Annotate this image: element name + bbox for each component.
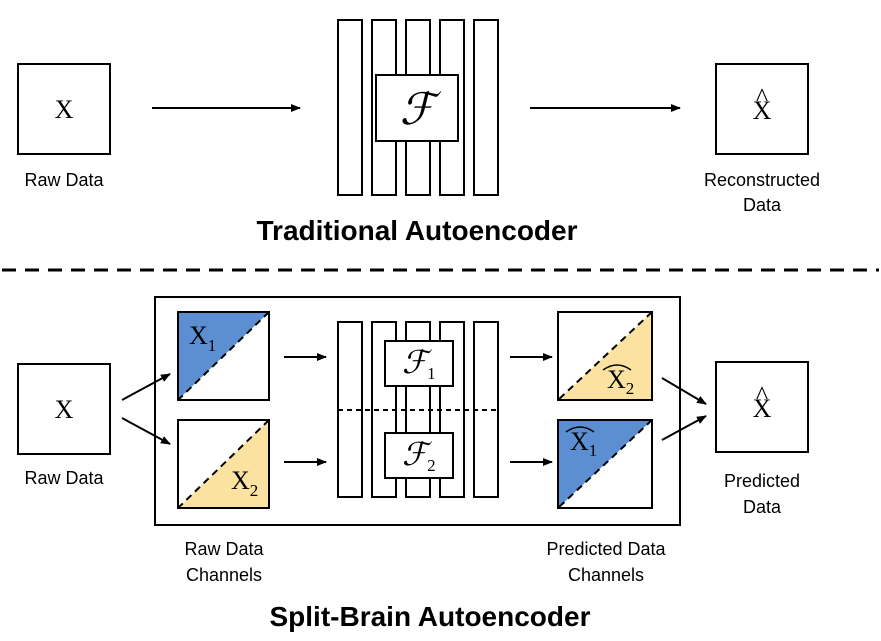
sb-output-label-1: Predicted xyxy=(724,471,800,491)
sb-x1hat-hat xyxy=(565,426,595,433)
trad-output-symbol: X xyxy=(753,96,772,125)
sb-raw-channels-1: Raw Data xyxy=(184,539,264,559)
sb-x1hat-label: X1 xyxy=(570,427,597,460)
trad-input-label: Raw Data xyxy=(24,170,104,190)
sb-x2-label: X2 xyxy=(231,466,258,500)
traditional-section: X Raw Data ℱ ^ X Reconstructed Data Trad… xyxy=(17,19,820,246)
sb-x2hat-channel: X2 xyxy=(557,311,653,401)
sb-input-symbol: X xyxy=(55,395,74,424)
sb-pred-channels-1: Predicted Data xyxy=(546,539,666,559)
sb-arrow-to-x2 xyxy=(121,417,171,445)
sb-outer-frame xyxy=(154,296,681,526)
trad-function-box xyxy=(375,74,459,142)
trad-output-label-1: Reconstructed xyxy=(704,170,820,190)
sb-title: Split-Brain Autoencoder xyxy=(270,601,591,632)
trad-title: Traditional Autoencoder xyxy=(257,215,578,246)
split-brain-section: X Raw Data X1 X2 xyxy=(17,296,809,632)
trad-output-box xyxy=(715,63,809,155)
sb-arrow-to-x1 xyxy=(121,373,171,401)
sb-output-box xyxy=(715,361,809,453)
trad-output-hat: ^ xyxy=(756,83,768,112)
sb-arrow-x2hat-to-out xyxy=(661,377,707,405)
sb-output-label-2: Data xyxy=(743,497,782,517)
sb-x2hat-label: X2 xyxy=(607,365,634,398)
sb-raw-channels-2: Channels xyxy=(186,565,262,585)
sb-x2-channel: X2 xyxy=(177,419,270,509)
sb-input-label: Raw Data xyxy=(24,468,104,488)
sb-f2-box xyxy=(384,432,454,479)
sb-x1hat-channel: X1 xyxy=(557,419,653,509)
sb-x1-channel: X1 xyxy=(177,311,270,401)
sb-f1-box xyxy=(384,340,454,387)
trad-output-label-2: Data xyxy=(743,195,782,215)
sb-x2hat-hat xyxy=(602,364,632,371)
sb-arrow-x1hat-to-out xyxy=(661,415,707,441)
trad-input-symbol: X xyxy=(55,95,74,124)
sb-pred-channels-2: Channels xyxy=(568,565,644,585)
sb-output-symbol: X xyxy=(753,394,772,423)
sb-x1-label: X1 xyxy=(189,321,216,355)
trad-input-box xyxy=(17,63,111,155)
sb-output-hat: ^ xyxy=(756,381,768,410)
sb-input-box xyxy=(17,363,111,455)
